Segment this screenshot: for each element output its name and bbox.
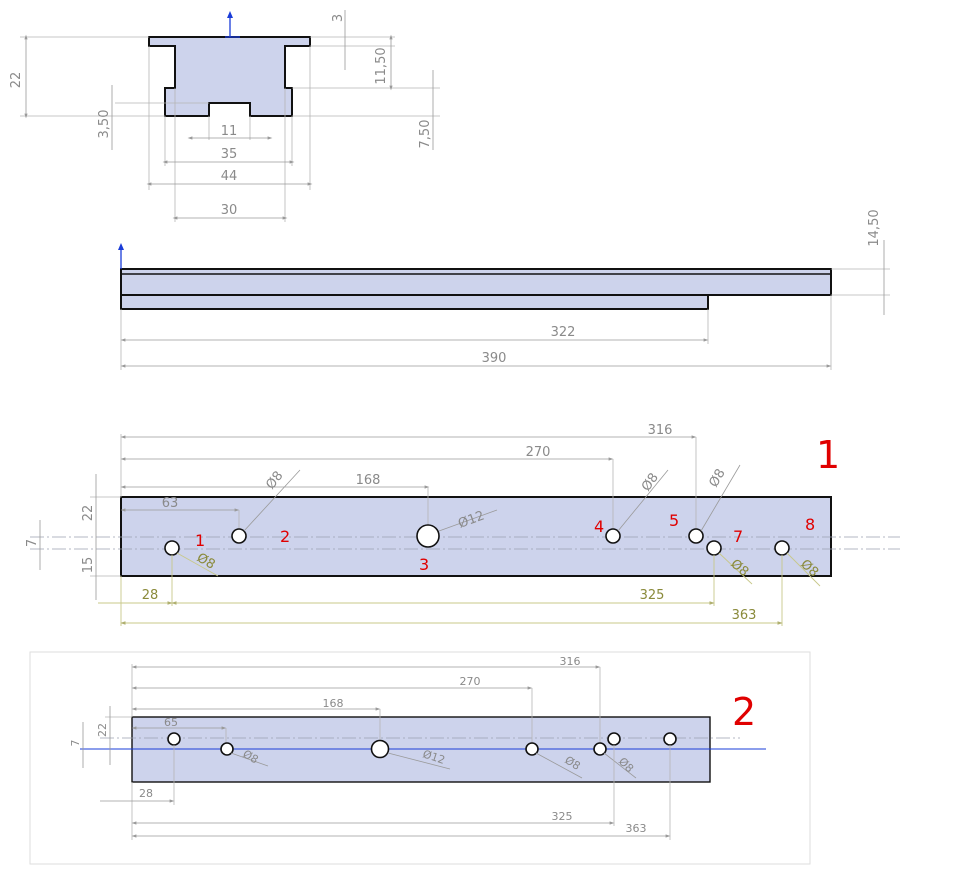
v1-hole-2 [231,528,247,544]
origin-arrow-icon [227,11,233,18]
v2-hole-5 [593,742,607,756]
v1-hole-label-1: 1 [195,531,205,550]
dim-side-390: 390 [482,351,507,366]
dim-profile-11-50: 11,50 [374,47,389,84]
v1-hole-7 [706,540,722,556]
side-top-bar [120,268,832,296]
variant-2-label: 2 [732,690,756,734]
v2-hole-2 [220,742,234,756]
v1-hole-4 [605,528,621,544]
v1-hole-5 [688,528,704,544]
profile-outline [148,36,311,117]
dim-profile-11: 11 [221,124,238,139]
dim-v1-316: 316 [648,423,673,438]
v1-hole-label-4: 4 [594,517,604,536]
dim-v2-22: 22 [96,723,109,737]
v1-hole-label-8: 8 [805,515,815,534]
dim-side-14-50: 14,50 [867,209,882,246]
dim-profile-3: 3 [331,14,346,22]
dim-v1-22: 22 [81,505,96,522]
dim-v1-270: 270 [526,445,551,460]
v1-hole-label-7: 7 [733,527,743,546]
dim-side-322: 322 [551,325,576,340]
dim-v1-363: 363 [732,608,757,623]
variant-1-label: 1 [816,433,840,477]
variant-1-plate [120,496,832,577]
dim-profile-7-50: 7,50 [418,120,433,149]
dim-v2-325: 325 [552,810,573,823]
variant-1-holes [164,524,790,556]
v1-hole-1 [164,540,180,556]
variant-2-view: 2 316 270 168 65 22 7 [29,651,811,865]
dim-v2-28: 28 [139,787,153,800]
dim-v1-7: 7 [25,539,40,547]
side-origin-arrow-icon [118,243,124,250]
dim-profile-44: 44 [221,169,238,184]
variant-1-view: 1 316 270 168 63 22 15 7 [25,423,900,626]
dim-v1-325: 325 [640,588,665,603]
profile-view: 3 11,50 22 7,50 3,50 11 35 44 30 [9,10,440,222]
v2-hole-3 [370,739,390,759]
dim-v1-15: 15 [81,557,96,574]
v2-hole-4 [525,742,539,756]
dim-v1-168: 168 [356,473,381,488]
dim-v1-63: 63 [162,496,179,511]
variant-2-frame [29,651,811,865]
dim-profile-35: 35 [221,147,238,162]
v1-hole-label-2: 2 [280,527,290,546]
v1-diam-hole-4: Ø8 [639,471,662,495]
side-view: 14,50 322 390 [118,209,890,370]
side-bottom-bar [120,294,709,310]
dim-profile-3-50: 3,50 [97,110,112,139]
v1-hole-label-3: 3 [419,555,429,574]
dim-v2-168: 168 [323,697,344,710]
dim-v2-7: 7 [69,740,82,747]
v2-hole-6 [607,732,621,746]
dim-profile-30: 30 [221,203,238,218]
variant-2-holes [167,732,677,759]
dim-v2-65: 65 [164,716,178,729]
dim-profile-22: 22 [9,72,24,89]
v1-hole-label-5: 5 [669,511,679,530]
v1-diam-hole-5: Ø8 [706,466,728,490]
v2-hole-1 [167,732,181,746]
dim-v1-28: 28 [142,588,159,603]
v1-hole-3 [416,524,440,548]
v1-hole-8 [774,540,790,556]
dim-v2-270: 270 [460,675,481,688]
dim-v2-316: 316 [560,655,581,668]
dim-v2-363: 363 [626,822,647,835]
v2-hole-7 [663,732,677,746]
